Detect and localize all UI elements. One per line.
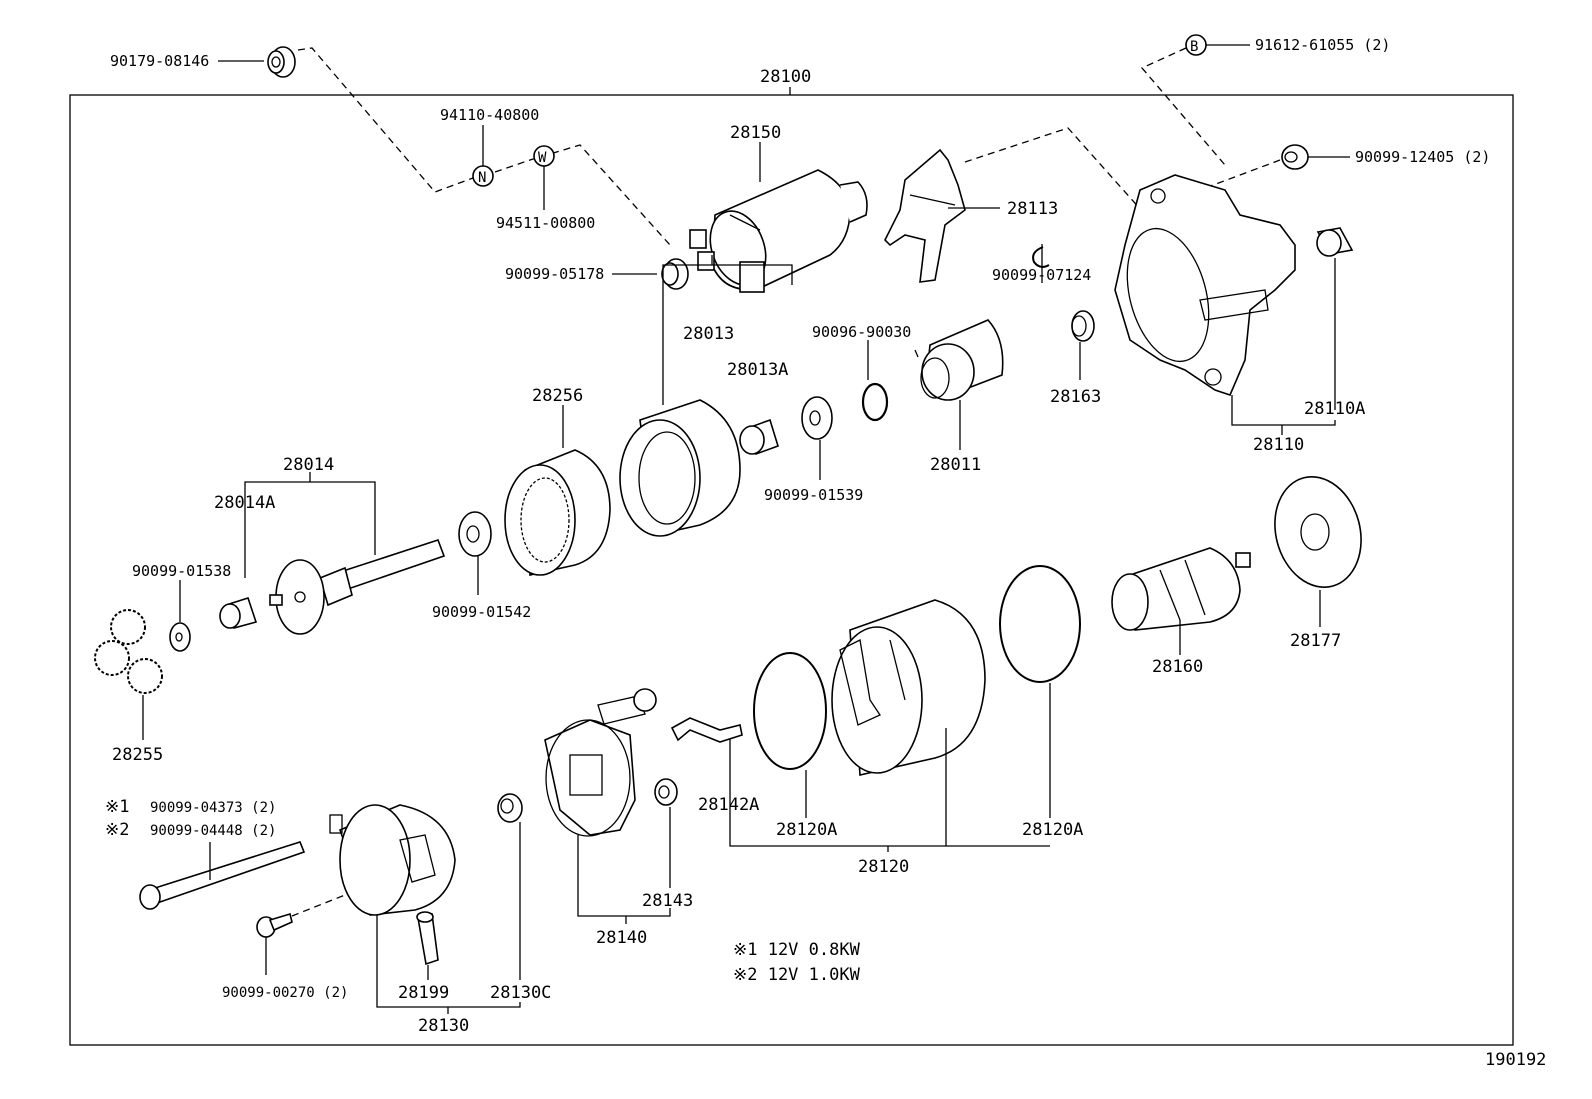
note-marker-1: ※1 [105,797,129,817]
part-snapring-90099-07124 [1032,246,1050,268]
label-28120A-right: 28120A [1022,820,1083,840]
label-28199: 28199 [398,983,449,1003]
part-screw-90099-00270 [256,912,293,938]
part-housing-28110 [1114,174,1296,396]
label-90099-01538: 90099-01538 [132,562,231,580]
part-spring-28143 [654,778,678,806]
label-28013A: 28013A [727,360,788,380]
part-planet-gears-28255 [94,609,163,694]
label-90099-01539: 90099-01539 [764,486,863,504]
label-28255: 28255 [112,745,163,765]
label-28177: 28177 [1290,631,1341,651]
part-solenoid-28150 [689,169,868,293]
label-90099-00270: 90099-00270 (2) [222,985,348,1001]
svg-text:W: W [538,150,547,166]
part-bush-28014A [219,596,258,629]
label-28110: 28110 [1253,435,1304,455]
label-90099-01542: 90099-01542 [432,603,531,621]
label-28150: 28150 [730,123,781,143]
label-91612-61055: 91612-61055 (2) [1255,36,1390,54]
part-lever-28113 [884,148,966,283]
part-nut-90099-05178 [661,258,689,290]
assembly-frame [69,94,1514,1046]
label-90179-08146: 90179-08146 [110,52,209,70]
label-28140: 28140 [596,928,647,948]
label-28130: 28130 [418,1016,469,1036]
label-28113: 28113 [1007,199,1058,219]
part-armature-28160 [1111,547,1251,631]
note-1: ※1 12V 0.8KW [733,940,861,960]
label-28143: 28143 [642,891,693,911]
label-28160: 28160 [1152,657,1203,677]
part-brush-holder-28140 [544,688,657,837]
part-washer-90099-01542 [458,511,492,557]
part-yoke-28120 [831,599,986,776]
part-through-bolt [139,841,306,910]
label-28014: 28014 [283,455,334,475]
part-bush-28013A [739,418,779,456]
part-nut-90179-08146 [267,46,296,78]
label-94110-40800: 94110-40800 [440,106,539,124]
label-90099-07124: 90099-07124 [992,266,1091,284]
svg-text:N: N [478,170,486,186]
label-28011: 28011 [930,455,981,475]
note-2: ※2 12V 1.0KW [733,965,861,985]
label-28130C: 28130C [490,983,551,1003]
label-94511-00800: 94511-00800 [496,214,595,232]
part-washer-90099-01538 [169,622,191,652]
part-collar-28163 [1071,310,1095,342]
part-snapring-90096-90030 [861,382,889,422]
part-clutch-28011 [914,319,1004,401]
part-oring-28120A-left [753,652,827,770]
part-washer-90099-01539 [801,396,833,440]
part-plug-28199 [416,911,439,966]
label-28100: 28100 [760,67,811,87]
part-nut-90099-12405 [1281,144,1309,170]
label-28013: 28013 [683,324,734,344]
part-oring-28120A-right [999,565,1081,683]
leader-dashed-1 [297,47,474,193]
part-bush-28110A [1316,227,1354,257]
label-28014A: 28014A [214,493,275,513]
part-shaft-28014 [269,539,446,635]
marker-w: W [533,145,555,167]
label-28120: 28120 [858,857,909,877]
label-28142A: 28142A [698,795,759,815]
part-plate-28142A [670,717,743,743]
label-28120A-left: 28120A [776,820,837,840]
part-cover-28177 [1274,476,1362,588]
label-90099-12405: 90099-12405 (2) [1355,148,1490,166]
part-end-frame-28130 [329,804,456,916]
label-28256: 28256 [532,386,583,406]
svg-text:B: B [1190,39,1198,55]
label-bolt-2: 90099-04448 (2) [150,823,276,839]
marker-n: N [472,165,494,187]
label-28163: 28163 [1050,387,1101,407]
part-gear-housing-28013 [619,399,741,537]
part-internal-gear-28256 [504,449,611,576]
label-90099-05178: 90099-05178 [505,265,604,283]
part-bush-28130C [497,793,523,823]
label-90096-90030: 90096-90030 [812,323,911,341]
note-marker-2: ※2 [105,820,129,840]
drawing-number: 190192 [1485,1050,1546,1070]
label-bolt-1: 90099-04373 (2) [150,800,276,816]
label-28110A: 28110A [1304,399,1365,419]
marker-b: B [1185,34,1207,56]
